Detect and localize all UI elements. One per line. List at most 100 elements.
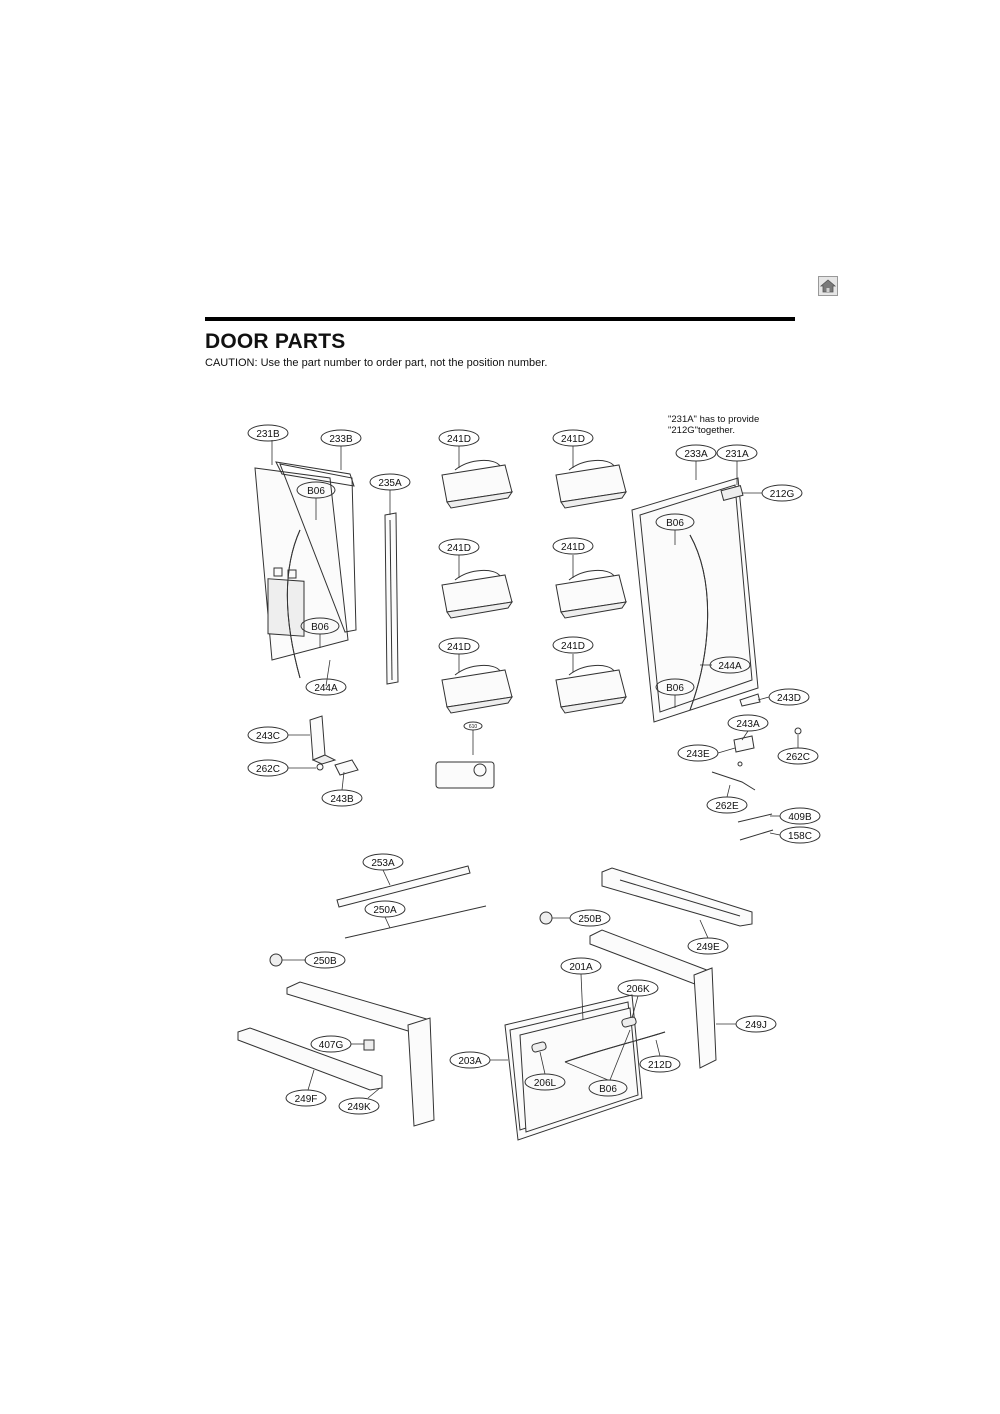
callout-231a: 231A [716, 444, 758, 462]
callout-249f: 249F [285, 1089, 327, 1107]
svg-text:409B: 409B [788, 812, 812, 823]
callout-201a: 201A [560, 957, 602, 975]
callout-233a: 233A [675, 444, 717, 462]
freezer-drawer-front [504, 994, 666, 1141]
svg-text:212G: 212G [770, 489, 795, 500]
svg-text:241D: 241D [447, 642, 471, 653]
callout-b06-d: B06 [655, 678, 695, 696]
left-door-part [254, 461, 357, 679]
callout-235a: 235A [369, 473, 411, 491]
door-gasket-235a [384, 512, 399, 685]
callout-250b-b: 250B [304, 951, 346, 969]
svg-text:201A: 201A [569, 962, 593, 973]
callout-249e: 249E [687, 937, 729, 955]
note-line-1: "231A" has to provide [668, 414, 760, 425]
note-line-2: "212G"together. [668, 425, 735, 436]
callout-243a: 243A [727, 714, 769, 732]
callout-409b: 409B [779, 807, 821, 825]
callout-241d-d: 241D [552, 537, 594, 555]
svg-text:243D: 243D [777, 693, 801, 704]
callout-b06-e: B06 [588, 1079, 628, 1097]
svg-text:249J: 249J [745, 1020, 767, 1031]
svg-text:253A: 253A [371, 858, 395, 869]
hinge-parts [309, 693, 802, 841]
callout-243c: 243C [247, 726, 289, 744]
callout-250a: 250A [364, 900, 406, 918]
svg-text:250A: 250A [373, 905, 397, 916]
title-rule [205, 317, 795, 321]
callouts: 231B 233B 235A B06 B06 244A 241D 241D 24… [247, 424, 821, 1115]
svg-text:262E: 262E [715, 801, 739, 812]
door-bin-5 [441, 665, 514, 714]
svg-text:B06: B06 [666, 683, 684, 694]
page-title: DOOR PARTS [205, 330, 346, 353]
callout-610: 610 [463, 721, 483, 731]
svg-text:235A: 235A [378, 478, 402, 489]
callout-407g: 407G [310, 1035, 352, 1053]
door-bin-3 [441, 570, 514, 619]
drawer-rails [237, 865, 753, 1127]
callout-158c: 158C [779, 826, 821, 844]
svg-text:203A: 203A [458, 1056, 482, 1067]
svg-text:407G: 407G [319, 1040, 344, 1051]
dispenser-component [435, 730, 495, 789]
svg-text:244A: 244A [314, 683, 338, 694]
callout-262c-b: 262C [247, 759, 289, 777]
svg-text:206L: 206L [534, 1078, 557, 1089]
callout-212g: 212G [761, 484, 803, 502]
svg-text:B06: B06 [666, 518, 684, 529]
callout-241d-a: 241D [438, 429, 480, 447]
callout-243d: 243D [768, 688, 810, 706]
svg-text:B06: B06 [307, 486, 325, 497]
svg-text:B06: B06 [599, 1084, 617, 1095]
callout-249k: 249K [338, 1097, 380, 1115]
svg-text:243E: 243E [686, 749, 710, 760]
home-button[interactable] [818, 276, 838, 296]
svg-text:241D: 241D [447, 434, 471, 445]
svg-text:244A: 244A [718, 661, 742, 672]
callout-241d-b: 241D [552, 429, 594, 447]
right-door-part [631, 477, 759, 723]
callout-203a: 203A [449, 1051, 491, 1069]
callout-244a-a: 244A [305, 678, 347, 696]
home-icon [819, 279, 837, 293]
svg-text:233B: 233B [329, 434, 353, 445]
callout-243e: 243E [677, 744, 719, 762]
svg-text:243B: 243B [330, 794, 354, 805]
svg-text:241D: 241D [447, 543, 471, 554]
callout-212d: 212D [639, 1055, 681, 1073]
door-bin-6 [555, 665, 628, 714]
callout-243b: 243B [321, 789, 363, 807]
svg-text:250B: 250B [313, 956, 337, 967]
callout-253a: 253A [362, 853, 404, 871]
svg-text:B06: B06 [311, 622, 329, 633]
svg-text:249K: 249K [347, 1102, 371, 1113]
door-bin-4 [555, 570, 628, 619]
callout-249j: 249J [735, 1015, 777, 1033]
svg-text:233A: 233A [684, 449, 708, 460]
svg-text:249E: 249E [696, 942, 720, 953]
svg-text:610: 610 [469, 724, 478, 730]
svg-text:212D: 212D [648, 1060, 672, 1071]
callout-262e: 262E [706, 796, 748, 814]
svg-text:206K: 206K [626, 984, 650, 995]
callout-262c-a: 262C [777, 747, 819, 765]
svg-text:158C: 158C [788, 831, 812, 842]
caution-text: CAUTION: Use the part number to order pa… [205, 357, 548, 369]
svg-text:241D: 241D [561, 542, 585, 553]
svg-text:231B: 231B [256, 429, 280, 440]
callout-250b-a: 250B [569, 909, 611, 927]
callout-b06-c: B06 [655, 513, 695, 531]
svg-text:249F: 249F [295, 1094, 318, 1105]
svg-text:250B: 250B [578, 914, 602, 925]
callout-244a-b: 244A [709, 656, 751, 674]
svg-text:243A: 243A [736, 719, 760, 730]
callout-206l: 206L [524, 1073, 566, 1091]
door-bin-1 [441, 460, 514, 509]
svg-text:241D: 241D [561, 434, 585, 445]
callout-b06-a: B06 [296, 481, 336, 499]
leader-lines [271, 440, 799, 1099]
note-text: "231A" has to provide "212G"together. [668, 414, 759, 436]
svg-text:241D: 241D [561, 641, 585, 652]
